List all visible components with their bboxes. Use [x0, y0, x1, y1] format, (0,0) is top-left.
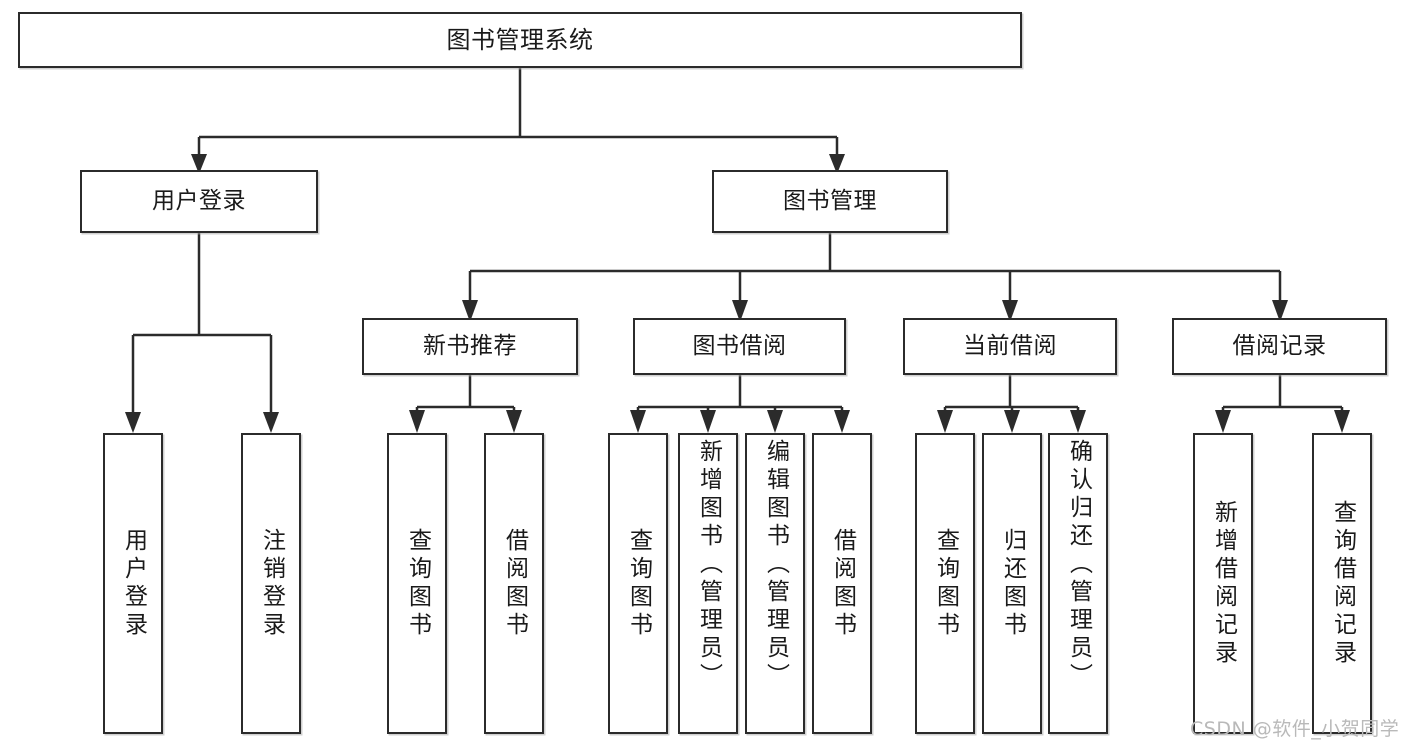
node-leaf-query-record-label: 查询借阅记录 — [1329, 499, 1356, 668]
node-current-borrow-label: 当前借阅 — [963, 332, 1057, 359]
node-leaf-query-book-2[interactable]: 查询图书 — [608, 433, 668, 734]
node-borrow-record-label: 借阅记录 — [1232, 332, 1327, 359]
arrowhead-leaf-edit-book — [767, 410, 783, 433]
arrowhead-leaf-query-record — [1334, 410, 1350, 433]
node-leaf-borrow-book-2[interactable]: 借阅图书 — [812, 433, 872, 734]
node-user-login[interactable]: 用户登录 — [80, 170, 318, 233]
node-leaf-add-book[interactable]: 新增图书（管理员） — [678, 433, 738, 734]
node-book-manage[interactable]: 图书管理 — [712, 170, 948, 233]
arrowhead-leaf-confirm-return — [1070, 410, 1086, 433]
node-leaf-user-logout[interactable]: 注销登录 — [241, 433, 301, 734]
node-leaf-add-record[interactable]: 新增借阅记录 — [1193, 433, 1253, 734]
node-leaf-return-book[interactable]: 归还图书 — [982, 433, 1042, 734]
node-leaf-return-book-label: 归还图书 — [999, 527, 1026, 640]
arrowhead-leaf-query-book-1 — [409, 410, 425, 433]
node-leaf-user-logout-label: 注销登录 — [258, 527, 285, 640]
node-borrow-record[interactable]: 借阅记录 — [1172, 318, 1387, 375]
node-leaf-query-book-3[interactable]: 查询图书 — [915, 433, 975, 734]
arrowhead-leaf-query-book-2 — [630, 410, 646, 433]
arrowhead-leaf-add-book — [700, 410, 716, 433]
node-leaf-borrow-book-2-label: 借阅图书 — [829, 527, 856, 640]
node-root-label: 图书管理系统 — [446, 25, 594, 54]
arrowhead-leaf-borrow-book-1 — [506, 410, 522, 433]
node-new-book-recommend[interactable]: 新书推荐 — [362, 318, 578, 375]
node-leaf-add-record-label: 新增借阅记录 — [1210, 499, 1237, 668]
node-leaf-user-login[interactable]: 用户登录 — [103, 433, 163, 734]
node-root[interactable]: 图书管理系统 — [18, 12, 1022, 68]
node-new-book-recommend-label: 新书推荐 — [423, 332, 517, 359]
node-leaf-query-book-3-label: 查询图书 — [932, 527, 959, 640]
node-current-borrow[interactable]: 当前借阅 — [903, 318, 1117, 375]
node-leaf-query-book-2-label: 查询图书 — [625, 527, 652, 640]
node-leaf-confirm-return-label: 确认归还（管理员） — [1065, 439, 1092, 691]
node-leaf-borrow-book-1-label: 借阅图书 — [501, 527, 528, 640]
node-book-borrow-label: 图书借阅 — [692, 332, 787, 359]
node-leaf-query-record[interactable]: 查询借阅记录 — [1312, 433, 1372, 734]
node-leaf-query-book-1-label: 查询图书 — [404, 527, 431, 640]
arrowhead-leaf-add-record — [1215, 410, 1231, 433]
arrowhead-leaf-borrow-book-2 — [834, 410, 850, 433]
node-leaf-confirm-return[interactable]: 确认归还（管理员） — [1048, 433, 1108, 734]
node-leaf-user-login-label: 用户登录 — [120, 527, 147, 640]
arrowhead-leaf-user-login — [125, 412, 141, 433]
node-leaf-edit-book-label: 编辑图书（管理员） — [762, 439, 789, 691]
node-leaf-query-book-1[interactable]: 查询图书 — [387, 433, 447, 734]
arrowhead-leaf-user-logout — [263, 412, 279, 433]
node-user-login-label: 用户登录 — [152, 187, 246, 214]
arrowhead-leaf-return-book — [1004, 410, 1020, 433]
node-leaf-borrow-book-1[interactable]: 借阅图书 — [484, 433, 544, 734]
node-leaf-edit-book[interactable]: 编辑图书（管理员） — [745, 433, 805, 734]
node-leaf-add-book-label: 新增图书（管理员） — [695, 439, 722, 691]
csdn-watermark: CSDN @软件_小贺同学 — [1190, 718, 1400, 740]
node-book-manage-label: 图书管理 — [783, 187, 877, 214]
arrowhead-leaf-query-book-3 — [937, 410, 953, 433]
node-book-borrow[interactable]: 图书借阅 — [633, 318, 846, 375]
